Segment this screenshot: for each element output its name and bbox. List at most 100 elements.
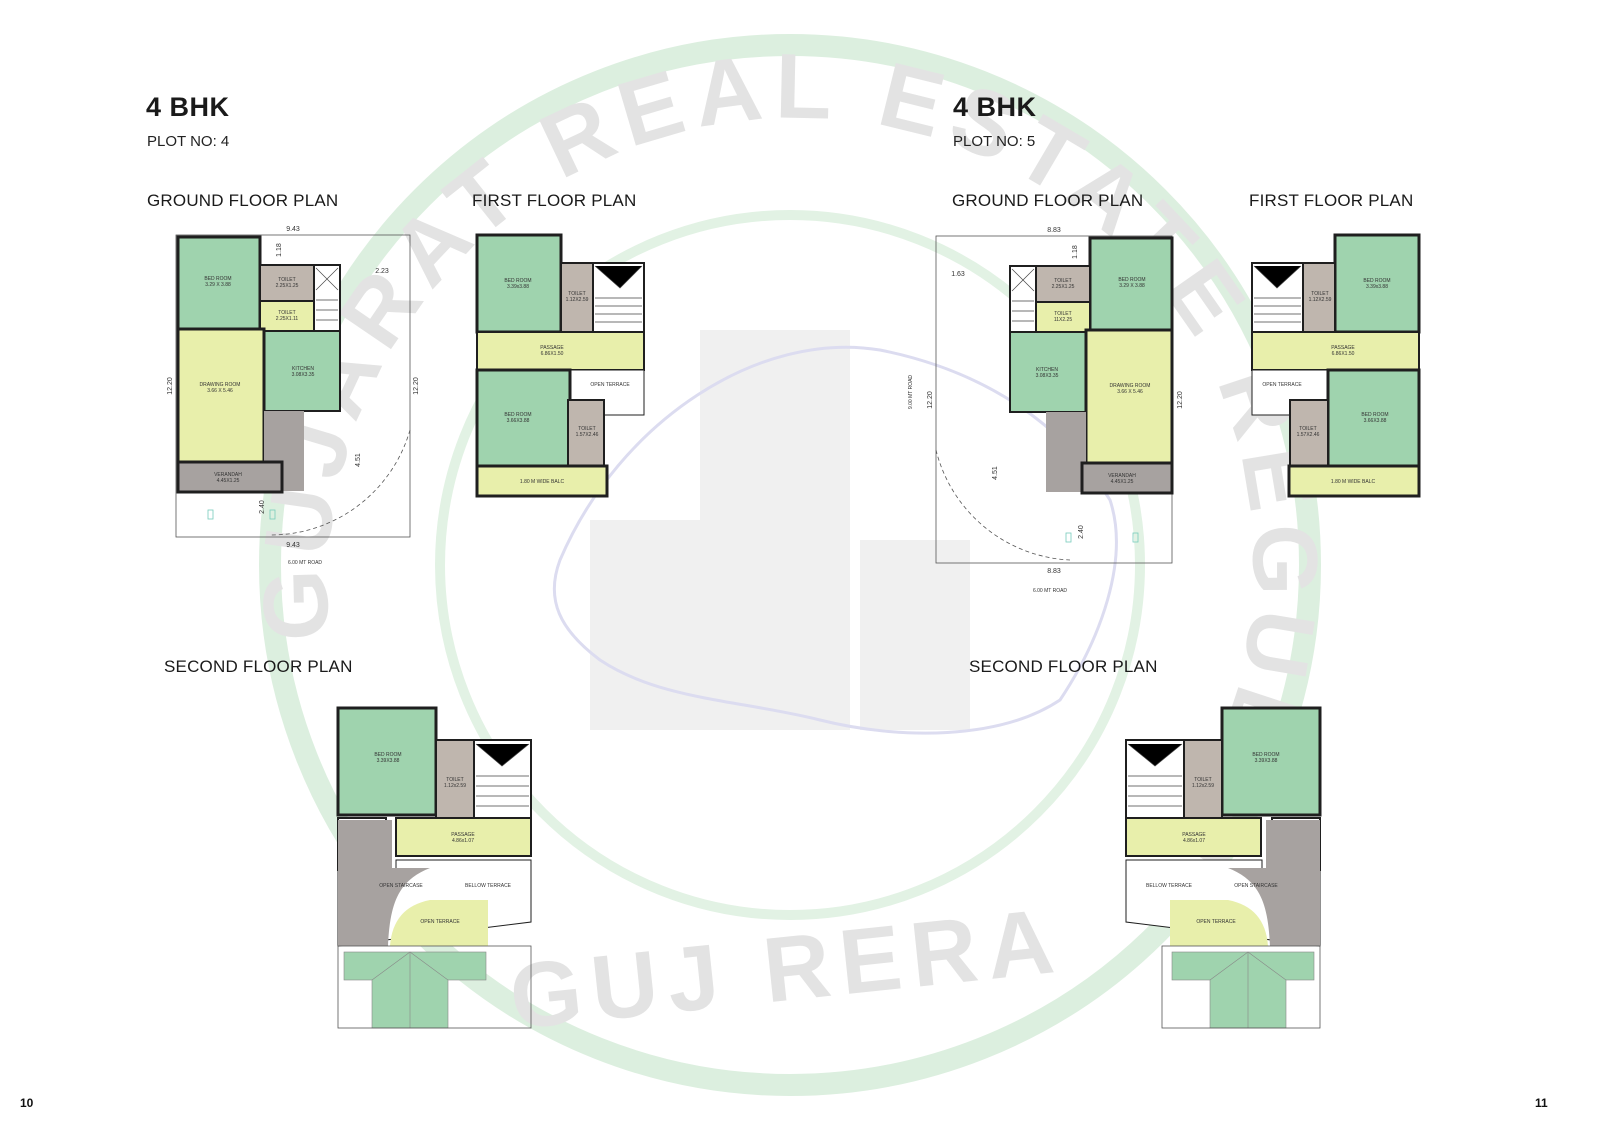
- left-second-open-terrace: OPEN TERRACE: [420, 919, 460, 925]
- right-ground-verandah-size: 4.45X1.25: [1111, 479, 1134, 485]
- right-first-bed1-size: 3.39x3.88: [1366, 284, 1388, 290]
- page-number-right: 11: [1535, 1096, 1548, 1110]
- right-first-toilet2-size: 1.57X2.46: [1297, 432, 1320, 438]
- right-first-terrace: OPEN TERRACE: [1262, 382, 1302, 388]
- left-ground-toilet1-name: TOILET: [278, 277, 295, 283]
- left-second-toilet-name: TOILET: [446, 777, 463, 783]
- right-first-bed1-name: BED ROOM: [1363, 278, 1390, 284]
- right-bhk-title: 4 BHK: [953, 92, 1037, 122]
- right-second-toilet-size: 1.12x2.59: [1192, 783, 1214, 789]
- left-ground-dim-4: 2.40: [259, 500, 266, 514]
- left-second-passage-name: PASSAGE: [451, 832, 475, 838]
- left-ground-toilet2-size: 2.25X1.11: [276, 316, 299, 322]
- page-number-left: 10: [20, 1096, 34, 1110]
- right-first-passage-size: 6.86X1.50: [1332, 351, 1355, 357]
- right-plot-number: PLOT NO: 5: [953, 133, 1036, 150]
- left-ground-verandah-name: VERANDAH: [214, 472, 242, 478]
- left-first-bed2-size: 3.66X3.88: [507, 418, 530, 424]
- right-first-floor-plan: BED ROOM 3.39x3.88 TOILET 1.12X2.59 PASS…: [1251, 233, 1421, 498]
- left-second-passage-size: 4.86x1.07: [452, 838, 474, 844]
- left-first-passage-name: PASSAGE: [540, 345, 564, 351]
- left-first-bed2-name: BED ROOM: [504, 412, 531, 418]
- right-second-passage-size: 4.86x1.07: [1183, 838, 1205, 844]
- right-second-floor-label: SECOND FLOOR PLAN: [969, 657, 1158, 676]
- right-ground-kitchen-size: 3.08X3.35: [1036, 373, 1059, 379]
- right-second-toilet-name: TOILET: [1194, 777, 1211, 783]
- left-ground-toilet1-size: 2.25X1.25: [276, 283, 299, 289]
- right-ground-dim-left: 12.20: [927, 391, 934, 409]
- right-first-passage-name: PASSAGE: [1331, 345, 1355, 351]
- right-ground-bedroom-size: 3.29 X 3.88: [1119, 283, 1145, 289]
- left-first-toilet1-name: TOILET: [568, 291, 585, 297]
- left-ground-bedroom-name: BED ROOM: [204, 276, 231, 282]
- left-ground-verandah-size: 4.45X1.25: [217, 478, 240, 484]
- left-first-passage-size: 6.86X1.50: [541, 351, 564, 357]
- left-first-floor-label: FIRST FLOOR PLAN: [472, 191, 637, 210]
- right-ground-dim-bottom: 8.83: [1047, 568, 1061, 575]
- left-second-open-staircase: OPEN STAIRCASE: [379, 883, 423, 889]
- left-ground-road-label: 6.00 MT ROAD: [288, 560, 322, 566]
- right-second-bed-name: BED ROOM: [1252, 752, 1279, 758]
- right-second-open-terrace: OPEN TERRACE: [1196, 919, 1236, 925]
- right-ground-floor-plan: BED ROOM 3.29 X 3.88 TOILET 2.25X1.25 TO…: [908, 227, 1184, 594]
- left-first-floor-plan: BED ROOM 3.39x3.88 TOILET 1.12X2.59 PASS…: [475, 233, 645, 498]
- left-ground-floor-label: GROUND FLOOR PLAN: [147, 191, 339, 210]
- left-ground-dim-left: 12.20: [167, 377, 174, 395]
- left-first-bed1-name: BED ROOM: [504, 278, 531, 284]
- left-second-floor-plan: BED ROOM 3.39X3.88 TOILET 1.12x2.59 PASS…: [336, 706, 532, 1029]
- right-ground-bedroom-name: BED ROOM: [1118, 277, 1145, 283]
- right-ground-road-label: 6.00 MT ROAD: [1033, 588, 1067, 594]
- left-ground-kitchen-name: KITCHEN: [292, 366, 314, 372]
- right-ground-dim-2: 1.63: [951, 271, 965, 278]
- left-first-toilet2-name: TOILET: [578, 426, 595, 432]
- left-first-terrace: OPEN TERRACE: [590, 382, 630, 388]
- left-ground-floor-plan: BED ROOM 3.29 X 3.88 TOILET 2.25X1.25 TO…: [167, 226, 420, 566]
- left-first-toilet1-size: 1.12X2.59: [566, 297, 589, 303]
- left-ground-drawing-name: DRAWING ROOM: [200, 382, 241, 388]
- right-ground-kitchen-name: KITCHEN: [1036, 367, 1058, 373]
- right-ground-side-road-label: 9.00 MT ROAD: [908, 375, 914, 409]
- right-ground-verandah-name: VERANDAH: [1108, 473, 1136, 479]
- right-second-passage-name: PASSAGE: [1182, 832, 1206, 838]
- left-ground-toilet2-name: TOILET: [278, 310, 295, 316]
- right-first-balcony: 1.80 M WIDE BALC: [1331, 479, 1376, 485]
- right-first-toilet1-name: TOILET: [1311, 291, 1328, 297]
- right-ground-toilet2-size: 11X2.25: [1054, 317, 1072, 323]
- left-ground-dim-bottom: 9.43: [286, 542, 300, 549]
- left-ground-dim-top: 9.43: [286, 226, 300, 233]
- right-second-open-staircase: OPEN STAIRCASE: [1234, 883, 1278, 889]
- left-first-toilet2-size: 1.57X2.46: [576, 432, 599, 438]
- right-second-bed-size: 3.39X3.88: [1255, 758, 1278, 764]
- left-ground-dim-2: 2.23: [375, 268, 389, 275]
- left-first-balcony: 1.80 M WIDE BALC: [520, 479, 565, 485]
- right-ground-dim-4: 2.40: [1078, 525, 1085, 539]
- left-second-bed-size: 3.39X3.88: [377, 758, 400, 764]
- right-first-toilet2-name: TOILET: [1299, 426, 1316, 432]
- right-ground-dim-1: 1.18: [1072, 245, 1079, 259]
- right-ground-floor-label: GROUND FLOOR PLAN: [952, 191, 1144, 210]
- right-first-toilet1-size: 1.12X2.59: [1309, 297, 1332, 303]
- left-ground-dim-1: 1.18: [276, 243, 283, 257]
- left-second-bed-name: BED ROOM: [374, 752, 401, 758]
- right-first-bed2-name: BED ROOM: [1361, 412, 1388, 418]
- left-ground-dim-right: 12.20: [413, 377, 420, 395]
- right-first-floor-label: FIRST FLOOR PLAN: [1249, 191, 1414, 210]
- right-ground-toilet1-name: TOILET: [1054, 278, 1071, 284]
- right-ground-dim-right: 12.20: [1177, 391, 1184, 409]
- left-second-toilet-size: 1.12x2.59: [444, 783, 466, 789]
- left-first-bed1-size: 3.39x3.88: [507, 284, 529, 290]
- right-ground-dim-3: 4.51: [992, 466, 999, 480]
- left-second-bellow-terrace: BELLOW TERRACE: [465, 883, 512, 889]
- right-ground-toilet1-size: 2.25X1.25: [1052, 284, 1075, 290]
- right-ground-dim-top: 8.83: [1047, 227, 1061, 234]
- left-ground-dim-3: 4.51: [355, 453, 362, 467]
- right-second-bellow-terrace: BELLOW TERRACE: [1146, 883, 1193, 889]
- left-plot-number: PLOT NO: 4: [147, 133, 230, 150]
- left-ground-drawing-size: 3.66 X 5.46: [207, 388, 233, 394]
- right-ground-toilet2-name: TOILET: [1054, 311, 1071, 317]
- right-first-bed2-size: 3.66X3.88: [1364, 418, 1387, 424]
- right-ground-drawing-size: 3.66 X 5.46: [1117, 389, 1143, 395]
- right-second-floor-plan: BED ROOM 3.39X3.88 TOILET 1.12x2.59 PASS…: [1125, 706, 1322, 1029]
- left-second-floor-label: SECOND FLOOR PLAN: [164, 657, 353, 676]
